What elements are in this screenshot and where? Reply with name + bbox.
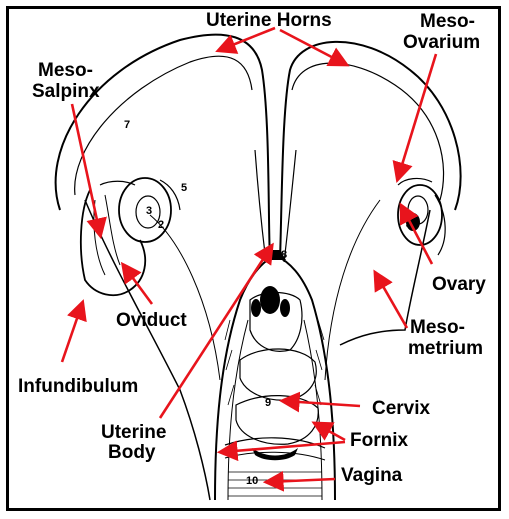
- label-ovary: Ovary: [432, 274, 486, 295]
- label-meso-ovarium-line1: Meso-: [420, 11, 475, 32]
- number-2: 2: [158, 219, 164, 231]
- arrow-cervix: [284, 401, 360, 406]
- labels: Uterine Horns Meso- Ovarium Meso- Salpin…: [18, 10, 486, 486]
- label-infundibulum: Infundibulum: [18, 376, 138, 397]
- label-mesometrium-line1: Meso-: [410, 317, 465, 338]
- label-fornix: Fornix: [350, 430, 408, 451]
- arrow-uterine-horns-right: [280, 30, 345, 64]
- label-meso-salpinx-line2: Salpinx: [32, 81, 100, 102]
- label-cervix: Cervix: [372, 398, 431, 419]
- number-7: 7: [124, 119, 130, 131]
- arrow-oviduct: [124, 266, 152, 304]
- arrow-mesometrium: [376, 274, 407, 328]
- arrow-uterine-body: [160, 247, 271, 418]
- number-3: 3: [146, 205, 152, 217]
- number-10: 10: [246, 475, 258, 487]
- arrow-meso-ovarium: [398, 54, 436, 178]
- label-meso-salpinx-line1: Meso-: [38, 60, 93, 81]
- label-uterine-body-line1: Uterine: [101, 422, 166, 443]
- label-oviduct: Oviduct: [116, 310, 187, 331]
- number-9: 9: [265, 397, 271, 409]
- label-uterine-horns: Uterine Horns: [206, 10, 332, 31]
- arrow-infundibulum: [62, 304, 82, 362]
- label-mesometrium-line2: metrium: [408, 338, 483, 359]
- label-meso-ovarium-line2: Ovarium: [403, 32, 480, 53]
- label-uterine-body-line2: Body: [108, 442, 156, 463]
- number-5: 5: [181, 182, 187, 194]
- number-8: 8: [281, 249, 287, 261]
- arrow-meso-salpinx: [72, 104, 100, 234]
- label-vagina: Vagina: [341, 465, 403, 486]
- arrow-vagina: [268, 479, 335, 482]
- arrow-uterine-horns-left: [220, 28, 275, 50]
- arrow-fornix-lower: [222, 442, 345, 452]
